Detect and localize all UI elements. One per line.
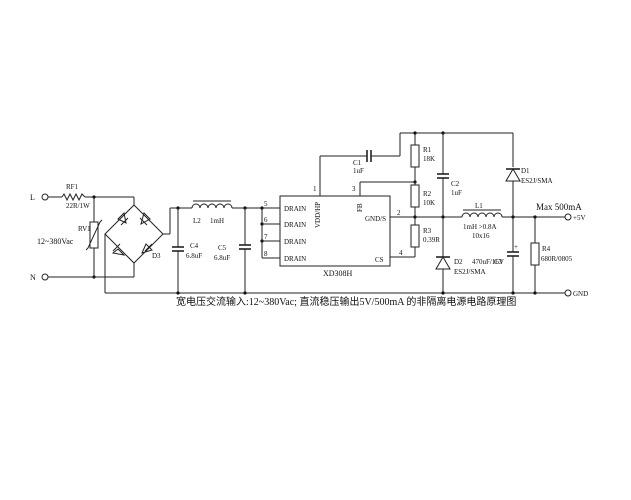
- pin-7: 7: [264, 233, 268, 241]
- terminal-l-label: L: [30, 193, 35, 202]
- terminal-gnd-label: GND: [573, 290, 588, 298]
- pin-8: 8: [264, 250, 268, 258]
- r3-ref: R3: [423, 227, 432, 235]
- ic-pin-gnd-s: GND/S: [365, 215, 386, 223]
- d3-ref: D3: [152, 252, 161, 260]
- rf1-value: 22R/1W: [66, 202, 90, 210]
- terminal-plus5v-label: +5V: [573, 214, 586, 222]
- input-voltage-label: 12~380Vac: [37, 237, 74, 246]
- c3-value: 470uF/16V: [472, 258, 504, 266]
- ic-pin-fb: FB: [356, 203, 364, 212]
- output-current-label: Max 500mA: [536, 202, 582, 212]
- l2-value: 1mH: [210, 217, 224, 225]
- c5-value: 6.8uF: [214, 254, 230, 262]
- pin-5: 5: [264, 200, 268, 208]
- c2-ref: C2: [451, 180, 460, 188]
- c2-value: 1uF: [451, 189, 462, 197]
- d2-value: ES2J/SMA: [454, 268, 486, 276]
- pin-1: 1: [313, 185, 317, 193]
- diagram-caption: 宽电压交流输入:12~380Vac; 直流稳压输出5V/500mA 的非隔离电源…: [176, 295, 516, 308]
- r2-ref: R2: [423, 190, 432, 198]
- r1-ref: R1: [423, 146, 432, 154]
- c5-ref: C5: [218, 244, 227, 252]
- d1-diode: [505, 168, 521, 182]
- r4-value: 680R/0805: [541, 255, 573, 263]
- pin-2: 2: [397, 209, 401, 217]
- c3-plus: +: [514, 243, 518, 251]
- l1-ref: L1: [475, 202, 483, 210]
- r4-ref: R4: [542, 245, 551, 253]
- pin-6: 6: [264, 216, 268, 224]
- terminal-plus5v: [564, 213, 572, 221]
- ic-pin-drain-1: DRAIN: [284, 205, 306, 213]
- ic-xd308h: [279, 195, 391, 267]
- ic-pin-vdd-hp: VDD/HP: [314, 202, 322, 228]
- r4-resistor: [530, 242, 540, 266]
- c3-ref: C3: [494, 258, 503, 266]
- l2-ref: L2: [193, 217, 201, 225]
- terminal-gnd: [564, 289, 572, 297]
- d1-ref: D1: [521, 167, 530, 175]
- r1-resistor: [410, 144, 420, 168]
- l1-inductor: [461, 212, 503, 218]
- rf1-resistor: [61, 192, 86, 202]
- l1-value: 1mH >0.8A: [463, 223, 497, 231]
- l2-inductor: [191, 203, 233, 209]
- d2-ref: D2: [454, 258, 463, 266]
- r2-value: 10K: [423, 199, 435, 207]
- c1-value: 1uF: [353, 167, 364, 175]
- bridge-rectifier-d3: [104, 204, 164, 264]
- ic-pin-drain-4: DRAIN: [284, 255, 306, 263]
- pin-4: 4: [399, 249, 403, 257]
- ic-pin-drain-3: DRAIN: [284, 238, 306, 246]
- ic-pin-cs: CS: [375, 256, 384, 264]
- r2-resistor: [410, 184, 420, 208]
- r1-value: 18K: [423, 155, 435, 163]
- d2-diode: [435, 256, 451, 270]
- terminal-n-label: N: [30, 273, 36, 282]
- l1-package: 10x16: [472, 232, 490, 240]
- c4-ref: C4: [190, 242, 199, 250]
- d1-value: ES2J/SMA: [521, 177, 553, 185]
- c4-value: 6.8uF: [186, 252, 202, 260]
- terminal-l: [41, 193, 49, 201]
- ic-part-number: XD308H: [323, 269, 353, 278]
- ic-pin-drain-2: DRAIN: [284, 221, 306, 229]
- pin-3: 3: [352, 185, 356, 193]
- c1-ref: C1: [353, 159, 362, 167]
- r3-resistor: [410, 224, 420, 248]
- rf1-ref: RF1: [66, 183, 79, 191]
- terminal-n: [41, 273, 49, 281]
- r3-value: 0.39R: [423, 236, 440, 244]
- rv1-ref: RV1: [78, 225, 91, 233]
